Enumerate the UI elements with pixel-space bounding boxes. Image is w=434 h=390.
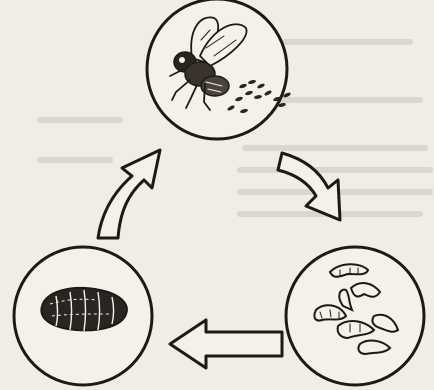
arrow-larvae-to-pupa-icon <box>170 320 282 368</box>
stage-adult-fly <box>147 0 291 139</box>
stage-pupa <box>14 247 152 385</box>
arrow-pupa-to-adult-icon <box>98 150 160 238</box>
arrow-adult-to-larvae-icon <box>278 153 340 220</box>
stage-larvae <box>286 247 424 385</box>
pupa-icon <box>41 288 126 331</box>
